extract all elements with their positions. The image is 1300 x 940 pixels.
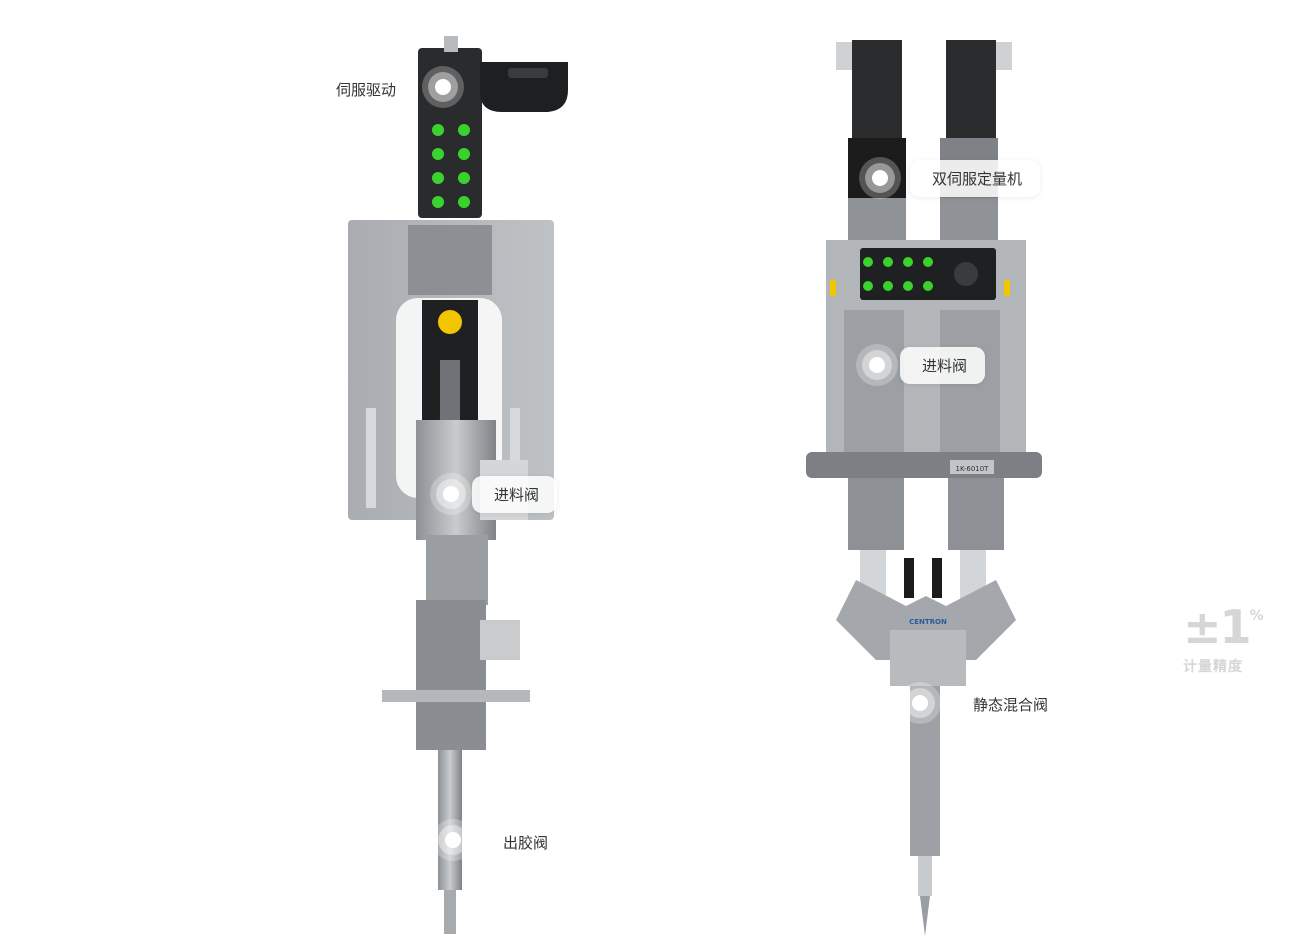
label-feed-valve-right: 进料阀 [922,357,968,375]
io-led-grid [432,124,470,208]
hotspot-feed-valve-left[interactable] [436,479,466,509]
label-dispense-valve: 出胶阀 [503,834,549,852]
yellow-indicator [438,310,462,334]
static-mixer-head [836,580,1016,660]
stat-caption: 计量精度 [1183,659,1243,675]
servo-motor-left [852,40,902,140]
hotspot-feed-valve-right[interactable] [862,350,892,380]
metering-accuracy-stat: ±1% 计量精度 [1183,604,1264,676]
right-dispenser-illustration: 1K-6010T CENTRON [806,40,1042,936]
dual-servo-bubble: 双伺服定量机 [910,160,1041,197]
feed-valve-bubble-left: 进料阀 [472,476,558,513]
hotspot-dual-servo-meter[interactable] [865,163,895,193]
brand-mark: CENTRON [909,618,947,626]
stat-unit: % [1249,608,1264,624]
dispense-nozzle [438,750,462,890]
label-dual-servo-meter: 双伺服定量机 [932,170,1023,188]
model-plate: 1K-6010T [956,465,990,473]
hotspot-dispense-valve[interactable] [438,825,468,855]
dispense-valve-block [416,600,486,750]
feed-valve-bubble-right: 进料阀 [900,347,986,384]
hotspot-servo-drive[interactable] [428,72,458,102]
stat-value: ±1 [1183,600,1252,654]
label-feed-valve-left: 进料阀 [494,486,540,504]
servo-motor-right [946,40,996,140]
label-static-mix-valve: 静态混合阀 [973,696,1049,714]
label-servo-drive: 伺服驱动 [336,81,397,99]
io-panel [860,248,996,300]
hotspot-static-mix-valve[interactable] [905,688,935,718]
io-led-grid-right [863,257,933,291]
